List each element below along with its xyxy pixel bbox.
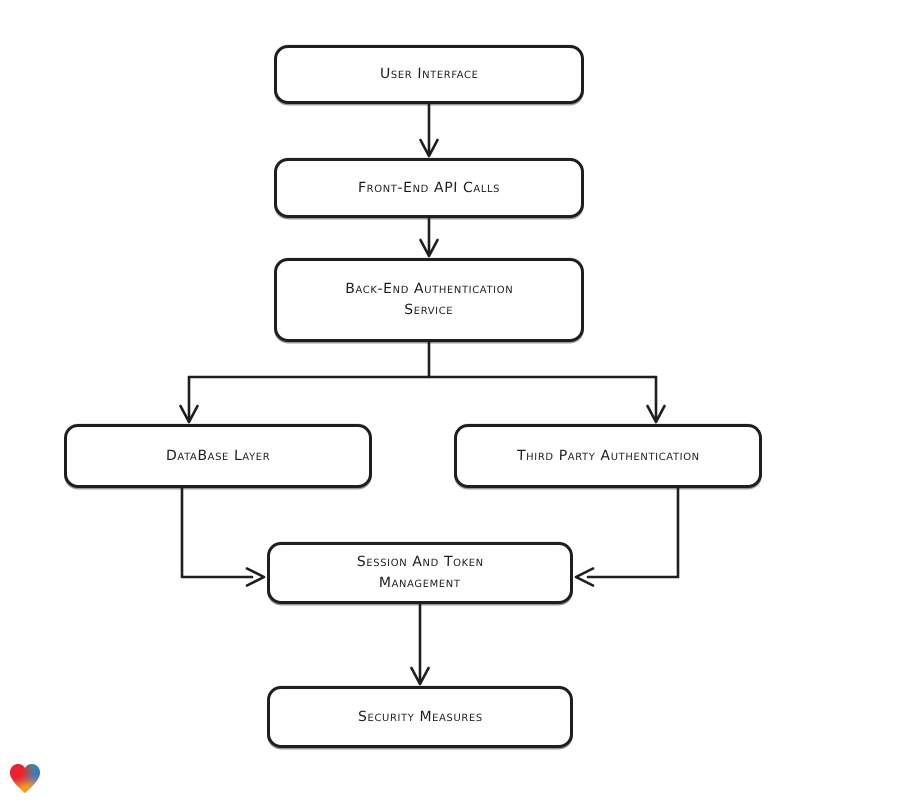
- edge-database-to-session: [180, 486, 266, 587]
- node-user-interface: User Interface: [274, 45, 584, 104]
- node-database-layer: DataBase Layer: [64, 424, 372, 488]
- node-third-party-authentication: Third Party Authentication: [454, 424, 762, 488]
- arrowhead-icon: [574, 567, 595, 587]
- edge-third-party-to-session: [574, 486, 680, 587]
- node-front-end-api-calls: Front-End API Calls: [274, 158, 584, 218]
- node-back-end-authentication-service: Back-End Authentication Service: [274, 258, 584, 342]
- node-label: DataBase Layer: [165, 447, 271, 464]
- arrowhead-icon: [419, 238, 439, 258]
- node-security-measures: Security Measures: [267, 686, 573, 748]
- edge-front-end-to-back-end: [419, 216, 439, 258]
- node-label: Back-End Authentication Service: [345, 281, 514, 318]
- arrowhead-icon: [646, 404, 666, 424]
- edge-user-interface-to-front-end: [419, 102, 439, 158]
- node-label: Front-End API Calls: [357, 179, 501, 196]
- arrowhead-icon: [179, 404, 199, 424]
- arrowhead-icon: [245, 567, 266, 587]
- node-label: Session And Token Management: [356, 554, 484, 591]
- arrowhead-icon: [410, 666, 430, 686]
- node-label: Security Measures: [357, 708, 483, 725]
- edge-back-end-split: [179, 340, 666, 424]
- node-session-and-token-management: Session And Token Management: [267, 542, 573, 604]
- edge-session-to-security: [410, 602, 430, 686]
- node-label: User Interface: [379, 66, 479, 82]
- watermark-logo: [8, 762, 42, 796]
- arrowhead-icon: [419, 138, 439, 158]
- heart-icon: [8, 762, 42, 796]
- node-label: Third Party Authentication: [516, 447, 700, 464]
